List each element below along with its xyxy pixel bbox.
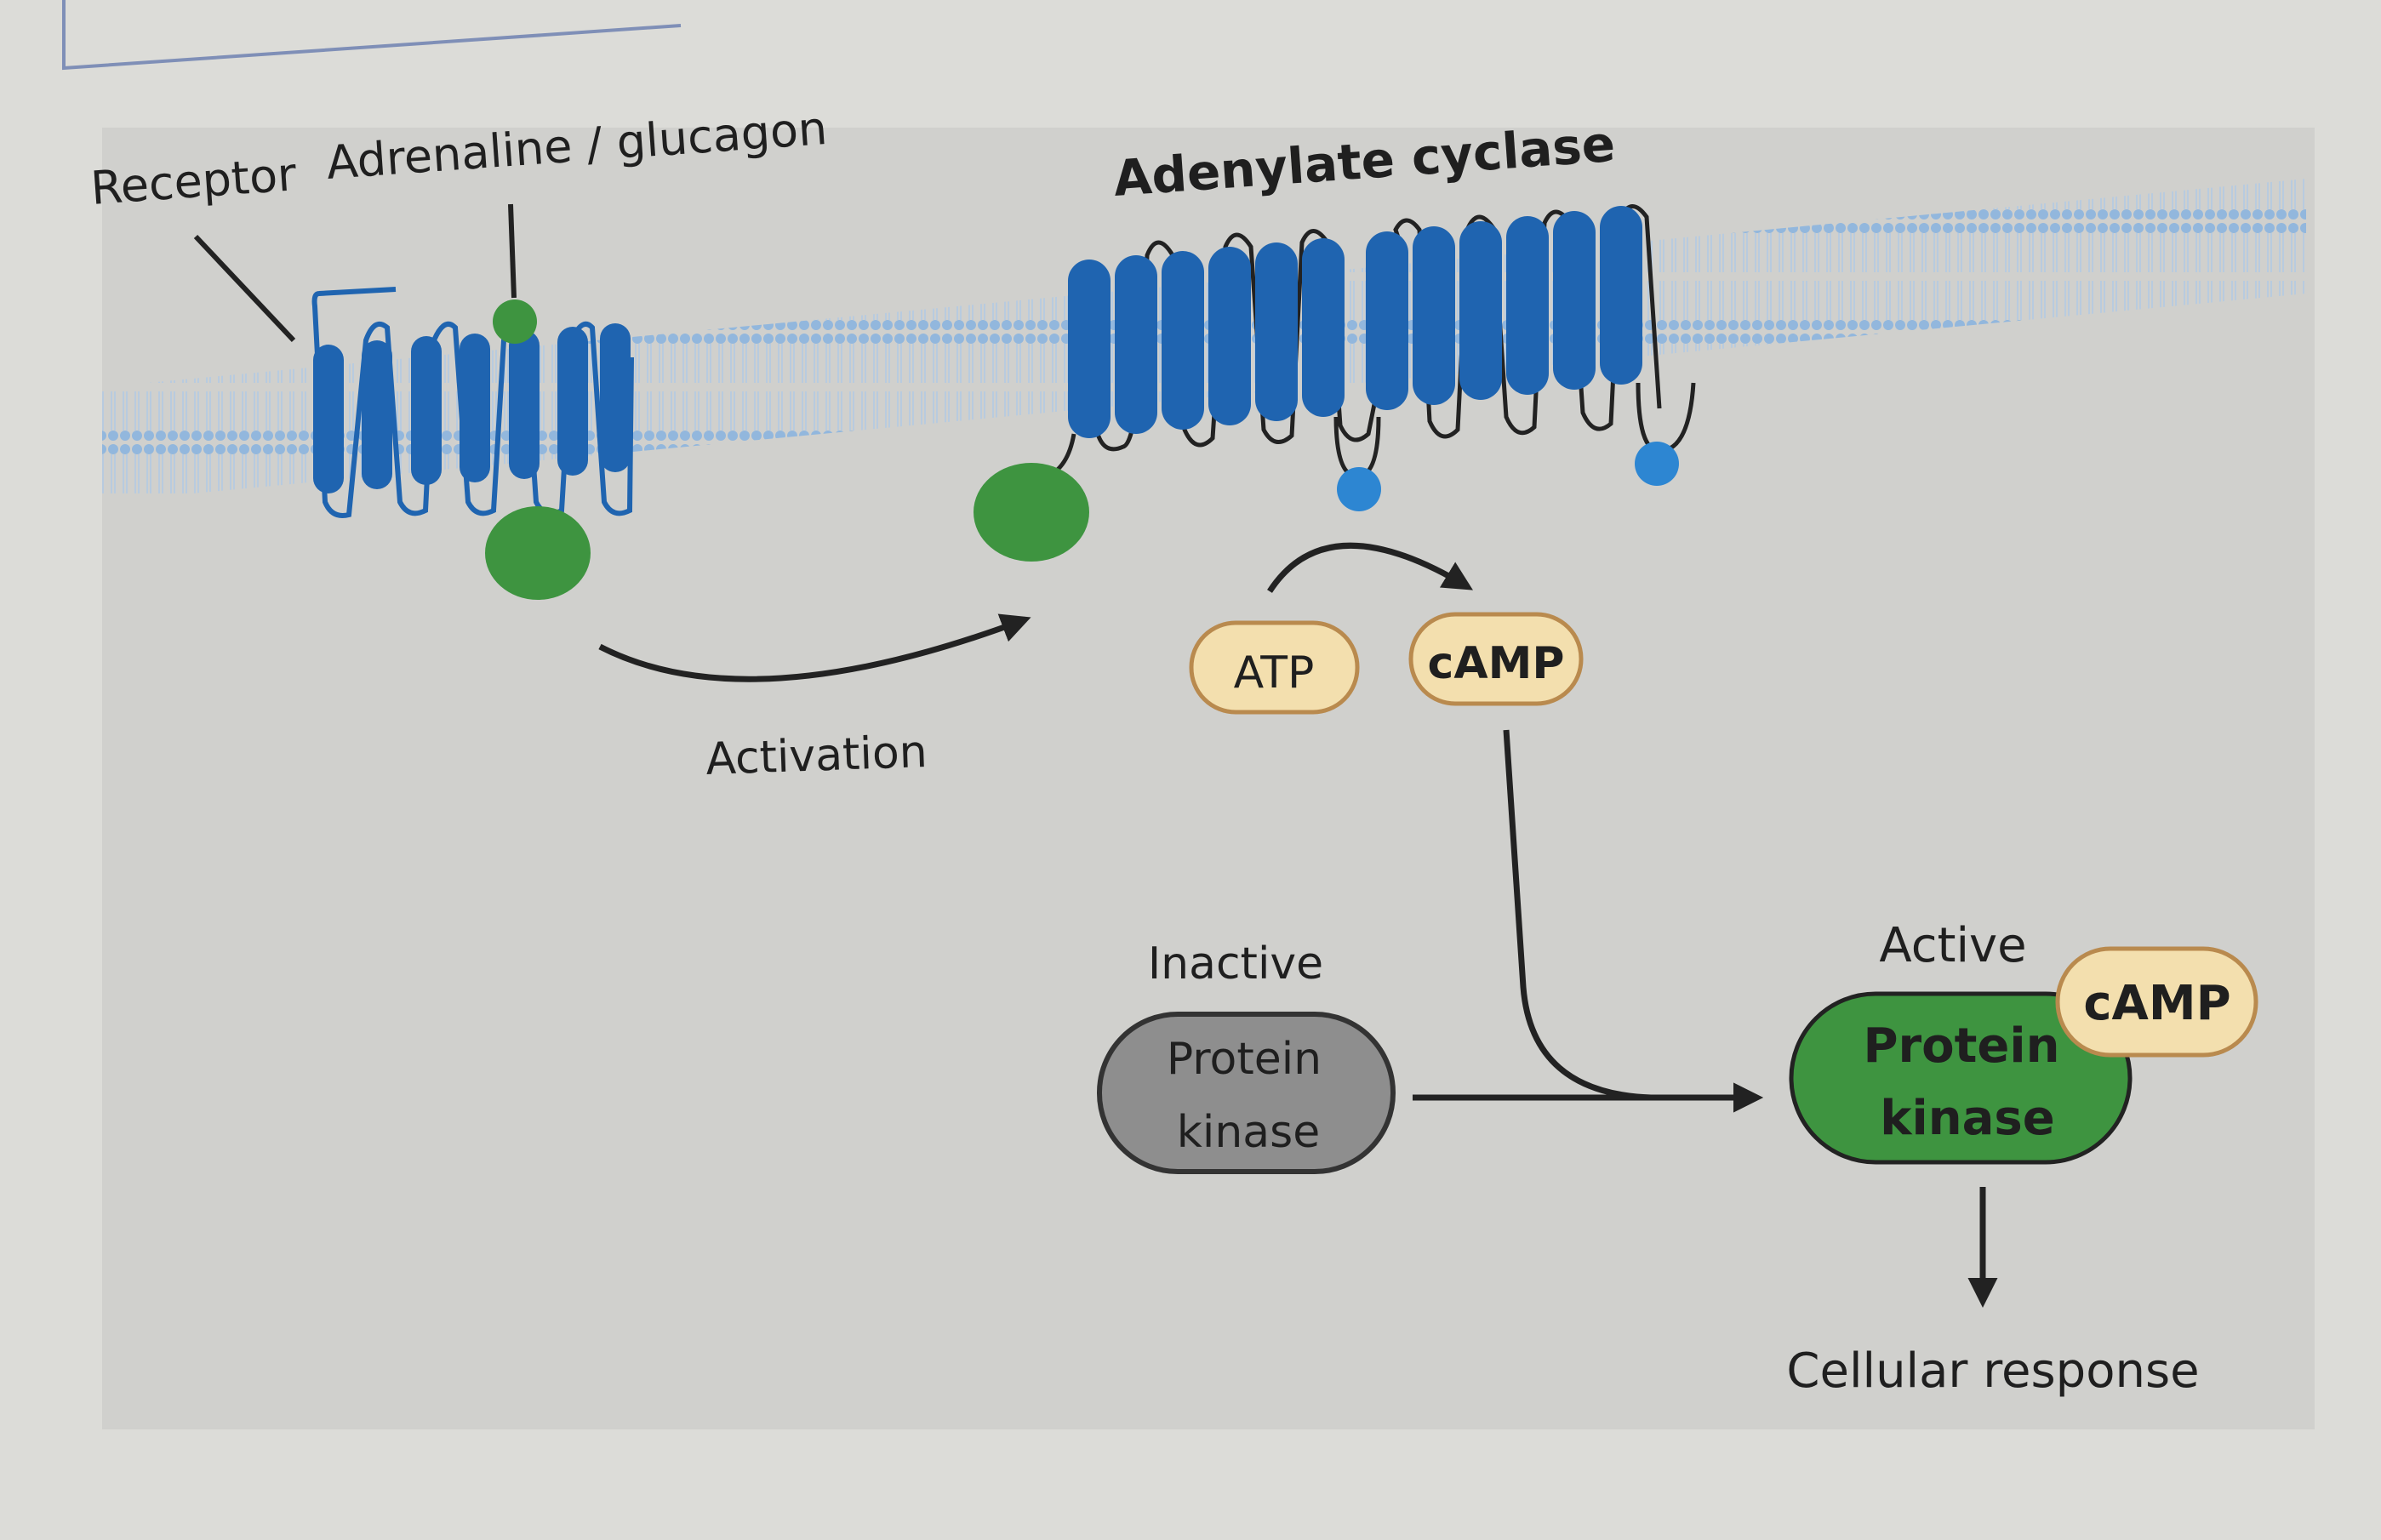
g-protein-bound: [485, 506, 591, 600]
adenylate-cyclase-protein: [1045, 204, 1696, 479]
atp-to-camp-arrow: [1267, 542, 1473, 593]
label-activation: Activation: [705, 727, 928, 785]
cyclase-domain-blue-2: [1635, 442, 1679, 486]
label-camp: cAMP: [1428, 638, 1565, 689]
label-cellular-response: Cellular response: [1786, 1343, 2199, 1399]
receptor-protein: [311, 287, 634, 518]
active-protein-kinase: [1789, 991, 2133, 1165]
hormone-ligand: [493, 299, 537, 344]
label-inactive: Inactive: [1148, 938, 1323, 990]
hormone-pointer: [508, 203, 517, 299]
top-box-edge: [62, 0, 682, 71]
cyclase-domain-blue-1: [1337, 467, 1381, 511]
label-active-kinase: kinase: [1880, 1091, 2054, 1146]
g-protein-activated: [974, 463, 1089, 562]
camp-pill: [1408, 612, 1584, 706]
label-inactive-protein: Protein: [1167, 1034, 1322, 1085]
label-atp: ATP: [1234, 647, 1315, 699]
label-inactive-kinase: kinase: [1177, 1107, 1320, 1158]
activation-arrow: [598, 613, 1031, 682]
label-active-protein: Protein: [1864, 1018, 2060, 1074]
label-active: Active: [1879, 918, 2026, 973]
atp-pill: [1189, 620, 1360, 715]
receptor-pointer: [193, 234, 296, 343]
inactive-protein-kinase: [1097, 1012, 1396, 1174]
active-camp-pill: [2055, 946, 2258, 1058]
label-active-camp: cAMP: [2083, 976, 2230, 1031]
